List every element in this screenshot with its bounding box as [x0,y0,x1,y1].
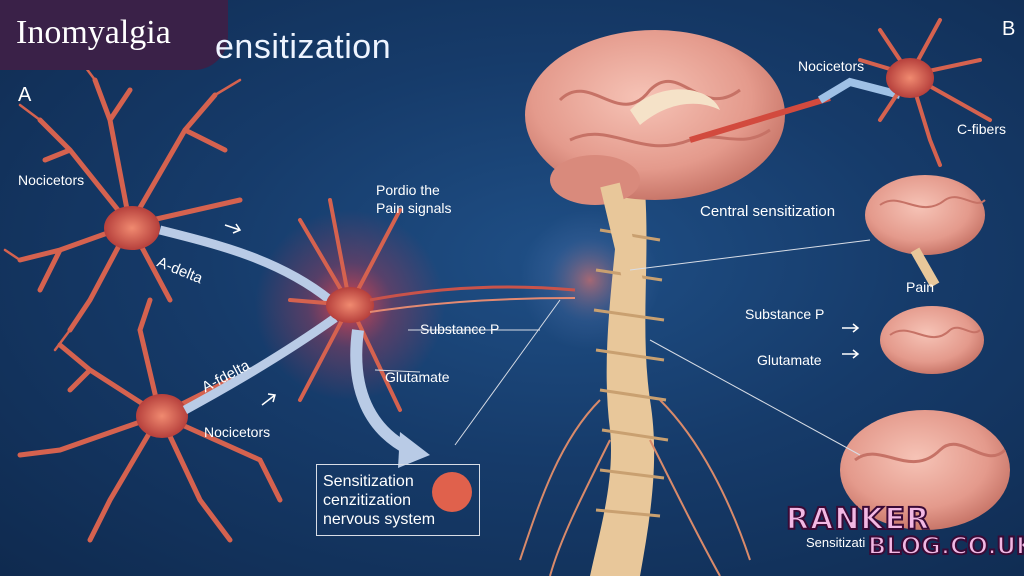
red-fiber-to-nociceptor [689,95,831,143]
central-neuron [288,198,402,412]
curved-arrow [350,329,413,456]
diagram-title: ensitization [215,28,392,66]
a-delta-fiber-bottom [182,314,338,414]
label-substance-p-right: Substance P [745,306,825,322]
leader-lines [374,239,871,456]
nociceptor-neuron-right [858,18,992,167]
label-substance-p-left: Substance P [420,321,500,337]
main-brain [525,30,785,293]
label-nociceptors-bottom: Nocicetors [204,424,271,440]
nociceptor-neuron-bottom [17,297,283,543]
c-fiber [817,77,902,104]
brain-sensitized [840,410,1010,530]
label-nociceptors-right: Nocicetors [798,58,865,74]
receptor-cell [432,472,472,512]
a-delta-fiber-top [158,225,333,304]
sensitization-callout-box: Sensitization cenzitization nervous syst… [316,464,480,536]
watermark-logo: RANKER BLOG.CO.UK [782,500,1024,570]
label-pain-signals-2: Pain signals [376,200,452,216]
curved-arrow-head [398,432,430,468]
watermark-line-1: RANKER [785,501,931,538]
label-sensitization-bottom: Sensitizati [806,535,866,550]
nociceptor-neuron-top [3,58,243,352]
label-central-sensitization: Central sensitization [700,203,836,220]
signal-fiber [369,285,576,302]
label-nociceptors-top: Nocicetors [18,172,85,188]
brain-pain-response [880,306,984,374]
label-pain-signals-1: Pordio the [376,182,440,198]
box-line-1: Sensitization [323,473,414,490]
box-line-2: cenzitization [323,492,412,509]
signal-fiber-2 [369,297,576,313]
site-badge: Inomyalgia [0,0,228,70]
label-c-fibers: C-fibers [957,121,1007,137]
panel-label-a: A [18,84,32,106]
badge-text: Inomyalgia [16,14,171,51]
watermark-line-2: BLOG.CO.UK [867,531,1024,561]
panel-label-b: B [1002,18,1016,40]
brain-central-sensitization [865,175,986,288]
box-line-3: nervous system [323,511,436,528]
label-glutamate-left: Glutamate [385,369,450,385]
label-glutamate-right: Glutamate [757,352,822,368]
direction-arrows [224,223,860,406]
label-pain: Pain [906,279,935,295]
